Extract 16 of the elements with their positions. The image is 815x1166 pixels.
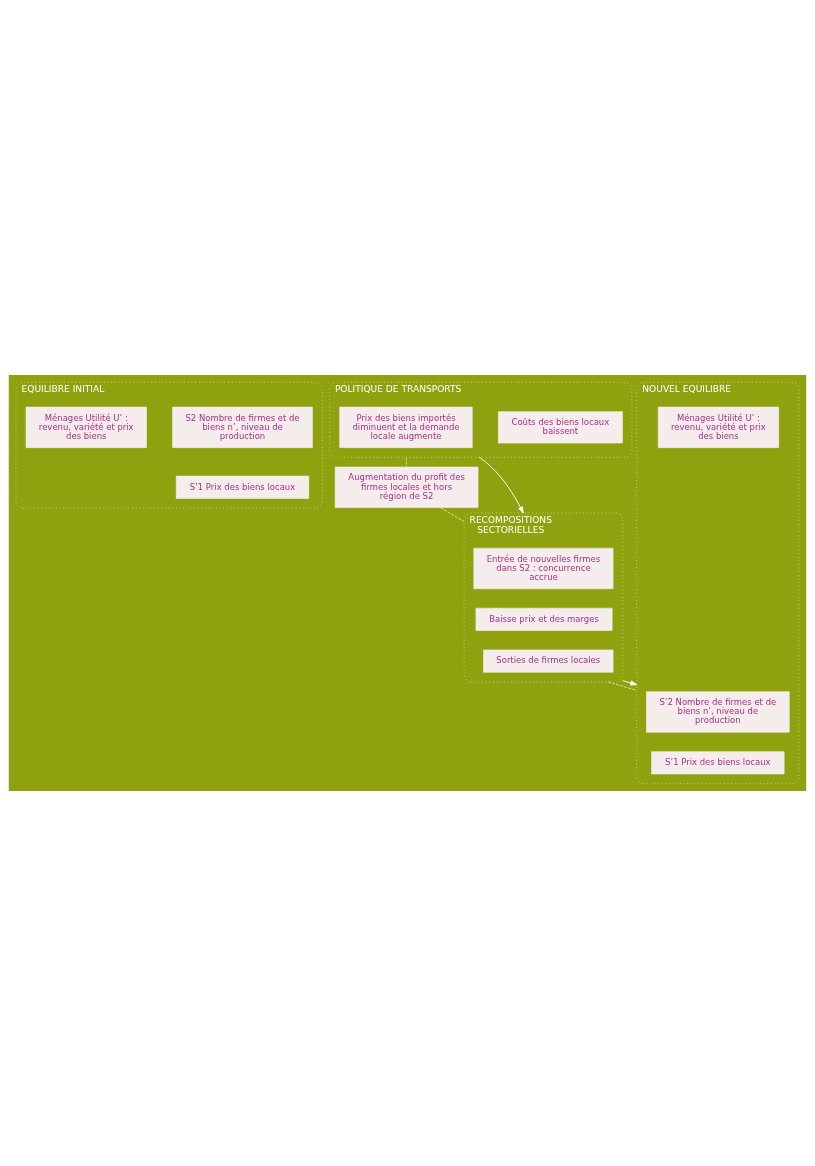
connector bbox=[607, 681, 637, 691]
node-box: S’1 Prix des biens locaux bbox=[175, 475, 310, 499]
node-box: S’2 Nombre de firmes et de biens n’, niveau de production bbox=[646, 691, 790, 733]
arrow bbox=[622, 680, 638, 686]
node-box: Ménages Utilité U’ : revenu, variété et prix des biens bbox=[25, 406, 147, 448]
node-box: Baisse prix et des marges bbox=[475, 607, 613, 631]
node-box: Coûts des biens locaux baissent bbox=[498, 411, 623, 444]
node-box: Entrée de nouvelles firmes dans S2 : concurrence accrue bbox=[473, 547, 614, 590]
node-box: S2 Nombre de firmes et de biens n’, niveau de production bbox=[172, 406, 313, 448]
node-box: Ménages Utilité U’ : revenu, variété et prix des biens bbox=[657, 406, 779, 448]
connector bbox=[440, 507, 465, 522]
connector bbox=[406, 457, 407, 468]
node-box: S’1 Prix des biens locaux bbox=[651, 751, 785, 775]
node-box: Augmentation du profit des firmes locales et hors région de S2 bbox=[334, 466, 479, 508]
node-box: Prix des biens importés diminuent et la demande locale augmente bbox=[339, 406, 473, 448]
node-box: Sorties de firmes locales bbox=[483, 649, 614, 673]
